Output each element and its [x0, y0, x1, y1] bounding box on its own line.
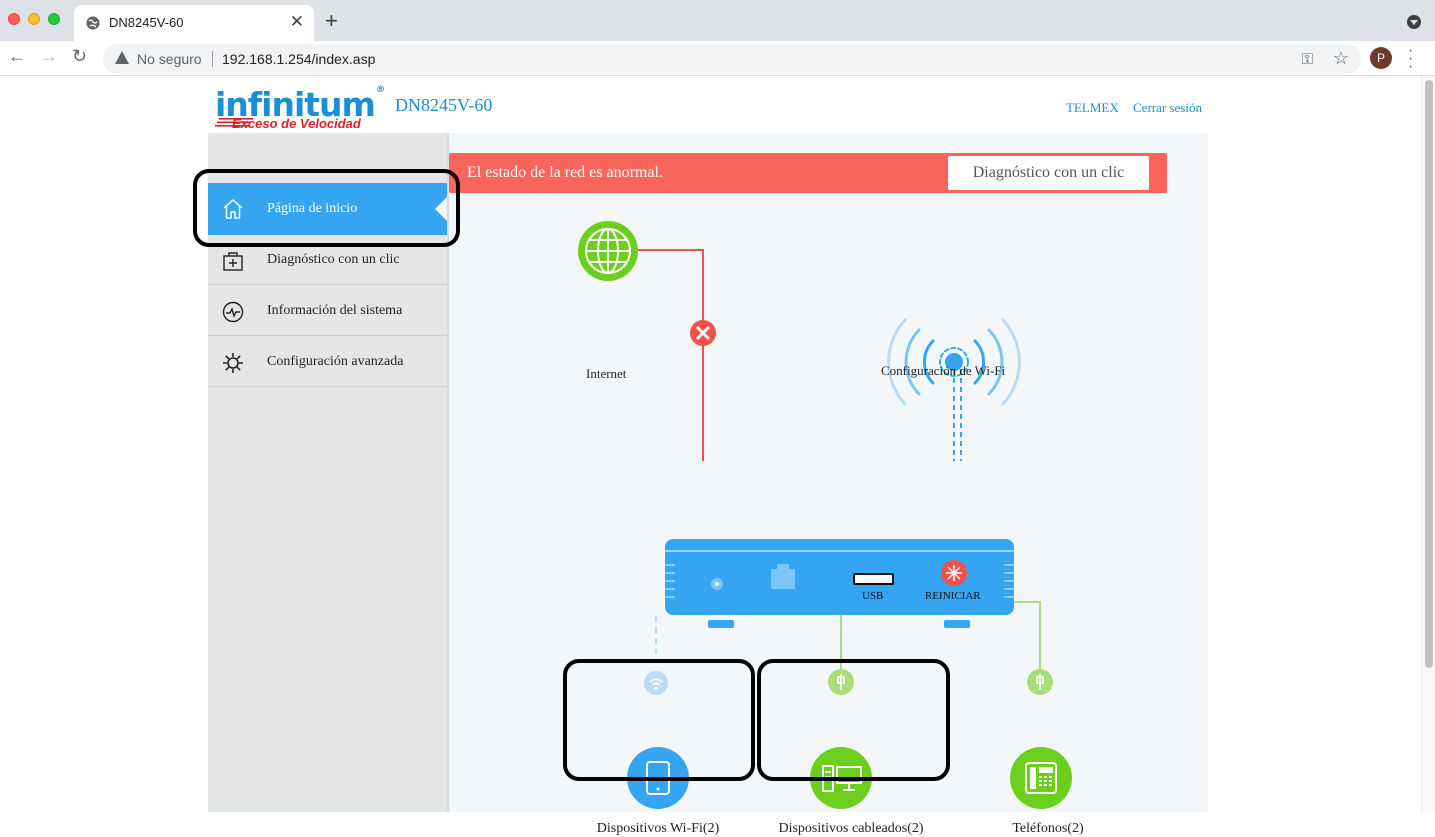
sidebar-item-advanced[interactable]: Configuración avanzada — [208, 337, 447, 387]
diagram-canvas — [578, 221, 1072, 809]
wifi-connector-icon — [644, 671, 668, 695]
phones-label[interactable]: Teléfonos(2) — [1012, 821, 1084, 836]
url-text[interactable]: 192.168.1.254/index.asp — [222, 51, 376, 67]
internet-label: Internet — [586, 366, 627, 381]
security-label[interactable]: No seguro — [137, 51, 202, 67]
highlight-outline-wifi-devices — [563, 659, 755, 781]
logo-text: infinitum — [215, 85, 376, 124]
sidebar-item-label: Diagnóstico con un clic — [267, 252, 400, 267]
wired-connector-icon — [828, 669, 854, 695]
active-indicator — [435, 197, 447, 221]
banner-message: El estado de la red es anormal. — [467, 164, 663, 181]
new-tab-button[interactable]: + — [325, 8, 338, 33]
phone-connector-icon — [1027, 669, 1053, 695]
tab-title: DN8245V-60 — [109, 15, 184, 30]
router-device — [665, 539, 1014, 628]
reset-label[interactable]: REINICIAR — [925, 590, 981, 602]
browser-tab-bar: DN8245V-60 ✕ + — [0, 0, 1435, 41]
network-status-banner: El estado de la red es anormal. Diagnóst… — [449, 153, 1167, 193]
router-page: infinitum® Exceso de Velocidad DN8245V-6… — [0, 77, 1435, 836]
wifi-signal-icon[interactable] — [887, 318, 1021, 406]
wired-devices-label[interactable]: Dispositivos cableados(2) — [778, 821, 924, 836]
address-bar[interactable]: No seguro 192.168.1.254/index.asp ⚿ ☆ — [103, 44, 1361, 74]
infinitum-logo: infinitum® — [215, 85, 385, 124]
logout-link[interactable]: Cerrar sesión — [1133, 100, 1202, 115]
tab-search-icon[interactable] — [1407, 15, 1421, 29]
warning-icon[interactable] — [115, 51, 129, 64]
connection-error-icon[interactable] — [690, 320, 716, 346]
profile-avatar[interactable]: P — [1370, 47, 1392, 69]
logo-registered: ® — [375, 85, 385, 95]
wifi-devices-label[interactable]: Dispositivos Wi-Fi(2) — [596, 821, 720, 836]
reload-icon[interactable]: ↻ — [72, 46, 88, 66]
forward-icon[interactable]: → — [40, 46, 58, 66]
wifi-antenna-line — [953, 369, 962, 461]
internet-globe-icon[interactable] — [578, 221, 638, 281]
one-click-diagnosis-button[interactable]: Diagnóstico con un clic — [948, 156, 1149, 190]
sidebar-item-home[interactable]: Página de inicio — [208, 183, 447, 235]
sidebar-item-label: Configuración avanzada — [267, 354, 404, 369]
page-scrollbar[interactable] — [1421, 77, 1435, 812]
window-zoom-button[interactable] — [48, 13, 60, 25]
phone-icon[interactable] — [1010, 747, 1072, 809]
highlight-outline-wired-devices — [757, 659, 950, 781]
logo-speed-stripes — [215, 118, 253, 127]
browser-toolbar: ← → ↻ No seguro 192.168.1.254/index.asp … — [0, 41, 1435, 76]
address-separator — [212, 51, 213, 67]
sidebar-item-label: Página de inicio — [267, 201, 358, 216]
internet-link-line — [637, 249, 704, 461]
highlight-outline-home — [193, 169, 460, 247]
sidebar-item-label: Información del sistema — [267, 303, 403, 318]
home-icon — [223, 199, 243, 219]
back-icon[interactable]: ← — [8, 46, 26, 66]
wifi-settings-label[interactable]: Configuración de Wi-Fi — [881, 363, 1006, 378]
tab-close-icon[interactable]: ✕ — [289, 12, 304, 31]
sidebar-item-diagnostics[interactable]: Diagnóstico con un clic — [208, 235, 447, 285]
key-icon[interactable]: ⚿ — [1301, 51, 1313, 68]
telmex-link[interactable]: TELMEX — [1066, 100, 1119, 115]
medkit-icon — [223, 252, 243, 271]
model-name: DN8245V-60 — [395, 95, 493, 115]
pulse-icon — [222, 301, 244, 323]
globe-icon — [86, 16, 100, 30]
usb-label: USB — [862, 590, 884, 602]
gear-icon — [223, 353, 243, 373]
browser-tab[interactable]: DN8245V-60 ✕ — [74, 5, 314, 41]
bookmark-star-icon[interactable]: ☆ — [1332, 48, 1349, 68]
sidebar-item-system-info[interactable]: Información del sistema — [208, 286, 447, 336]
browser-menu-icon[interactable]: ··· — [1408, 42, 1414, 75]
window-minimize-button[interactable] — [28, 13, 40, 25]
content-area — [447, 133, 1208, 812]
reset-button-icon[interactable] — [941, 560, 967, 586]
logo-tagline: Exceso de Velocidad — [232, 116, 361, 131]
scrollbar-thumb[interactable] — [1425, 80, 1433, 668]
window-close-button[interactable] — [8, 13, 20, 25]
